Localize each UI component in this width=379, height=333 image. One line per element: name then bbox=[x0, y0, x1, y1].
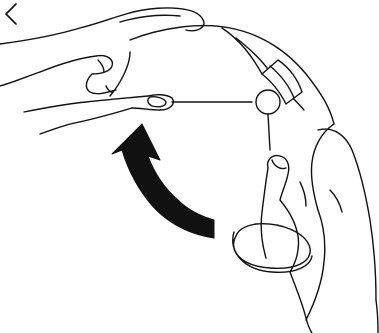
curved-arrow-icon bbox=[112, 124, 214, 238]
upper-hand bbox=[0, 8, 204, 134]
disc-stone bbox=[233, 224, 312, 273]
measure-marker bbox=[172, 90, 280, 150]
